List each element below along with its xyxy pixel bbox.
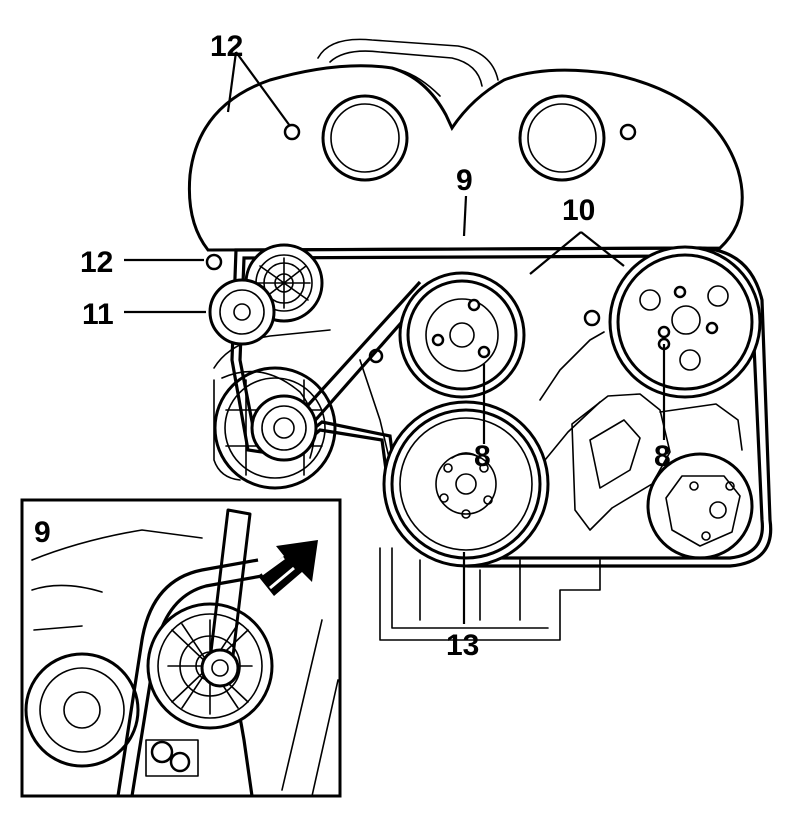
inset-detail: 9 [20,498,342,798]
label-9-belt: 9 [456,164,473,197]
leader-lines [124,51,666,624]
label-9-inset: 9 [34,516,51,549]
pulleys [208,243,762,568]
part-labels: 12 9 10 12 11 8 8 13 [80,30,671,662]
timing-cover [187,64,744,271]
label-12-top: 12 [210,30,243,63]
water-pump-pulley [398,271,526,399]
label-8-right: 8 [654,440,671,473]
label-10-pulleys: 10 [562,194,595,227]
label-13-crank: 13 [446,629,479,662]
idler-pulley [208,278,276,346]
label-11-idler: 11 [82,298,114,331]
label-12-left: 12 [80,246,113,279]
crankshaft-pulley [382,400,550,568]
engine-background [213,38,754,641]
power-steering-pulley [608,245,762,399]
label-8-left: 8 [474,440,491,473]
alternator-pulley [250,394,318,462]
